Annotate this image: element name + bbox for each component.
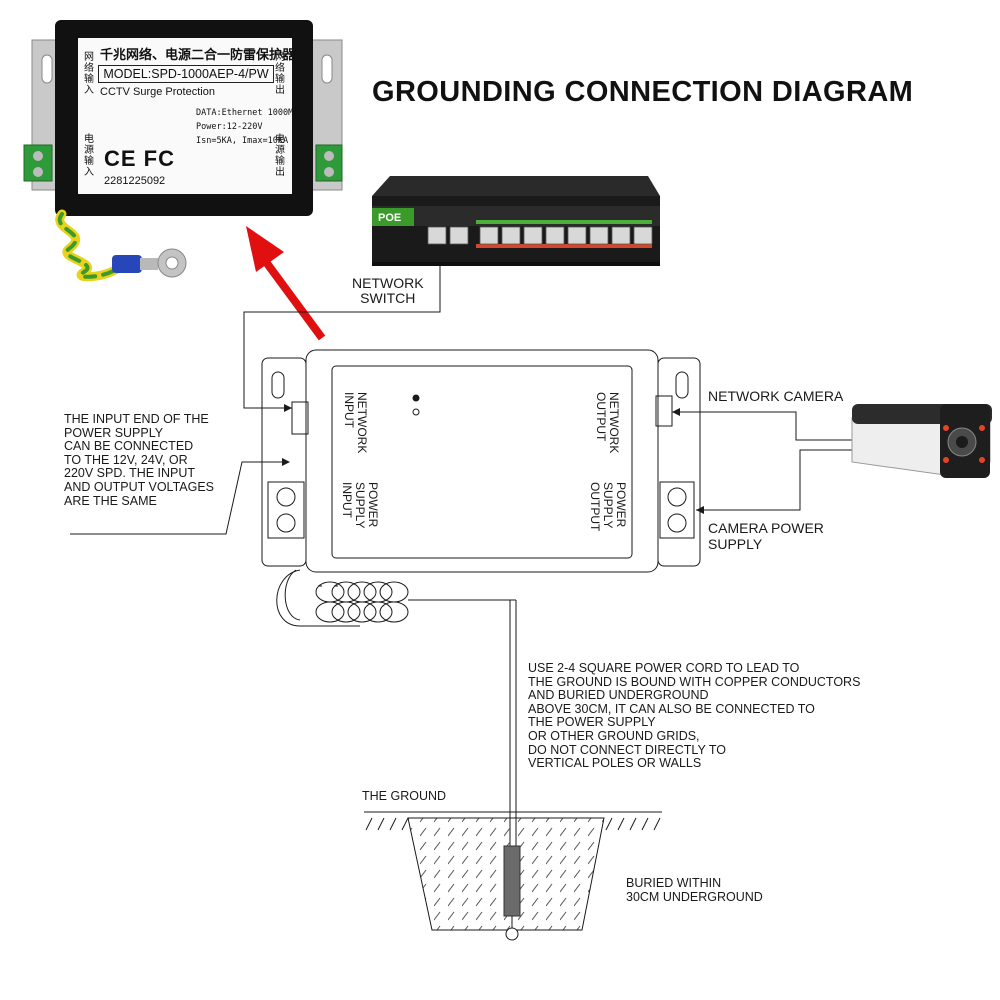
red-arrow-icon — [246, 226, 326, 341]
label-network-output-cn: 网络输出 — [275, 52, 285, 96]
product-model: MODEL:SPD-1000AEP-4/PW — [98, 65, 274, 83]
product-spec-power: Power:12-220V — [196, 122, 263, 132]
ground-wire-coil — [276, 569, 517, 846]
network-switch-photo — [372, 176, 660, 266]
grounding-instructions: USE 2-4 SQUARE POWER CORD TO LEAD TO THE… — [528, 661, 861, 771]
product-chinese-title: 千兆网络、电源二合一防雷保护器 — [100, 47, 296, 62]
product-label: 网络输入 电源输入 网络输出 电源输出 千兆网络、电源二合一防雷保护器 MODE… — [78, 38, 303, 194]
power-supply-output-port-label: POWER SUPPLY OUTPUT — [588, 482, 628, 532]
label-power-output-cn: 电源输出 — [275, 134, 285, 178]
poe-badge: POE — [378, 212, 402, 224]
the-ground-label: THE GROUND — [362, 789, 447, 803]
surge-protector-outline — [261, 349, 701, 573]
network-output-port-label: NETWORK OUTPUT — [594, 392, 621, 454]
product-subtitle: CCTV Surge Protection — [100, 86, 215, 98]
page-title: GROUNDING CONNECTION DIAGRAM — [372, 76, 914, 108]
label-power-input-cn: 电源输入 — [84, 134, 94, 178]
buried-depth-label: BURIED WITHIN 30CM UNDERGROUND — [626, 876, 763, 904]
ground-pit — [364, 811, 662, 941]
network-camera-label: NETWORK CAMERA — [708, 388, 844, 404]
label-network-input-cn: 网络输入 — [84, 52, 94, 96]
network-camera-photo — [851, 404, 992, 478]
camera-power-supply-label: CAMERA POWER SUPPLY — [708, 520, 824, 552]
network-switch-label: NETWORK SWITCH — [352, 275, 424, 306]
network-input-port-label: NETWORK INPUT — [342, 392, 369, 454]
input-voltage-note: THE INPUT END OF THE POWER SUPPLY CAN BE… — [64, 412, 215, 508]
power-supply-input-port-label: POWER SUPPLY INPUT — [340, 482, 380, 529]
product-spec-data: DATA:Ethernet 1000MHz — [196, 108, 304, 118]
product-serial: 2281225092 — [104, 175, 166, 187]
product-spec-current: Isn=5KA, Imax=10KA — [196, 136, 289, 146]
certification-marks: CE FC — [104, 146, 175, 171]
